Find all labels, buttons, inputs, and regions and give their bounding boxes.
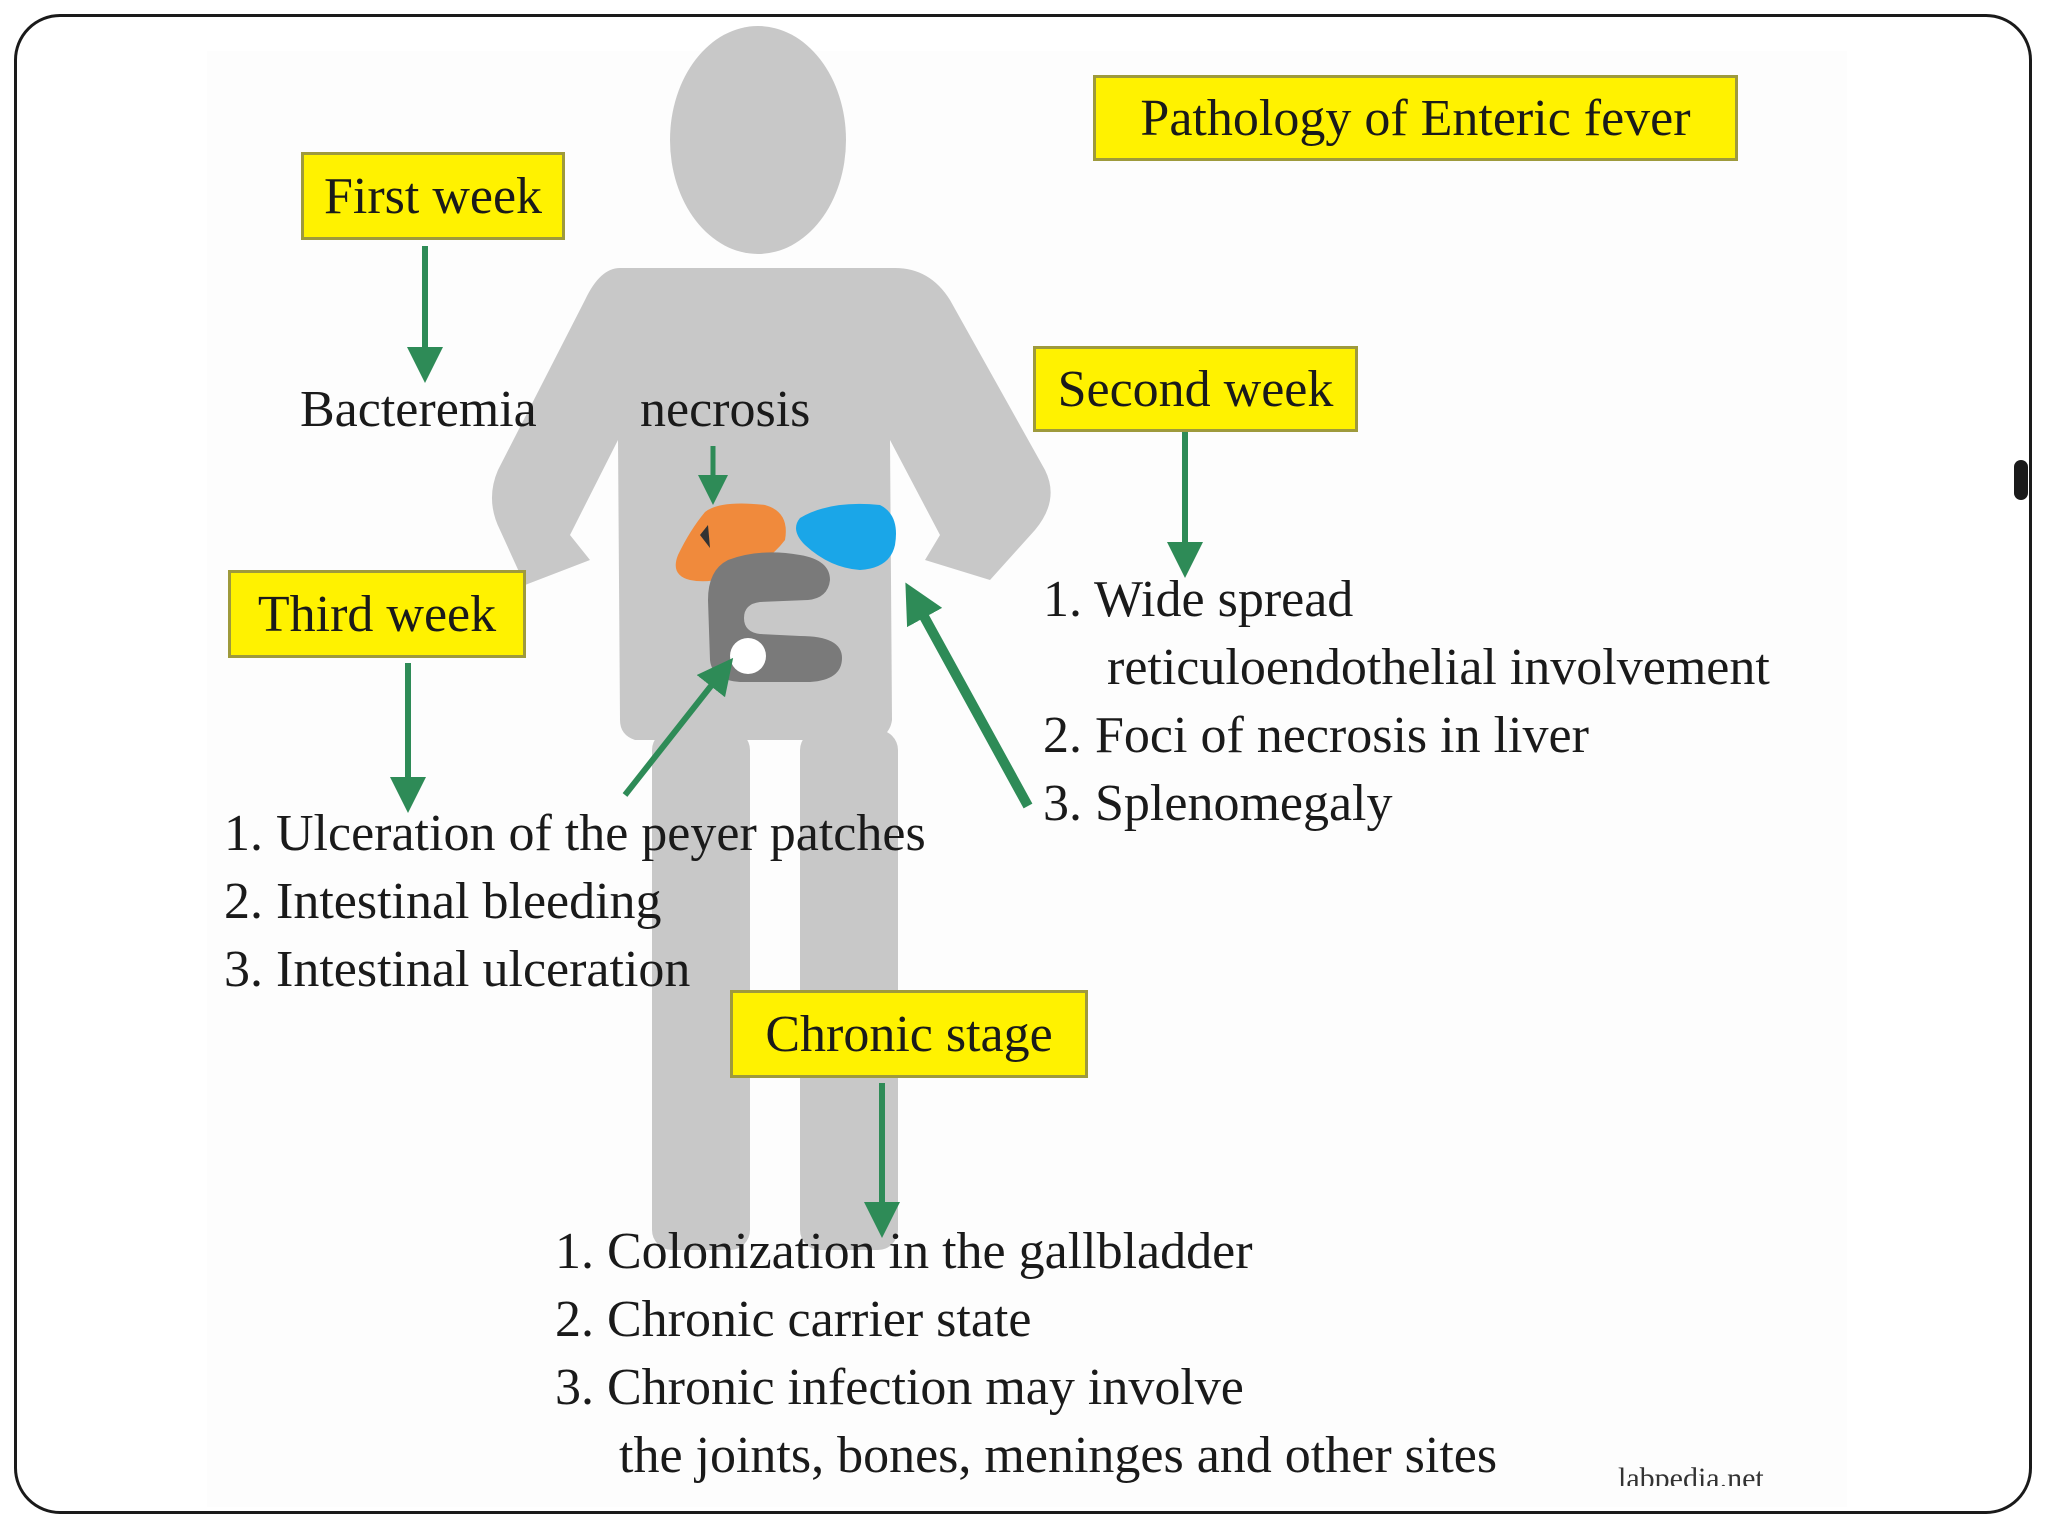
necrosis-text: necrosis	[640, 381, 811, 438]
list-item: 3. Splenomegaly	[1043, 775, 1393, 832]
list-item: 1. Colonization in the gallbladder	[555, 1223, 1253, 1280]
organs	[675, 503, 896, 682]
first-week-label: First week	[301, 152, 565, 240]
torso-shape	[491, 268, 1051, 740]
slide-frame	[14, 14, 2032, 1514]
figure-panel	[207, 51, 1847, 1507]
necrosis-focus-icon	[700, 525, 710, 548]
peyer-patch-marker	[730, 638, 766, 674]
third-week-list: 1. Ulceration of the peyer patches 2. In…	[224, 800, 926, 1004]
second-week-list: 1. Wide spread reticuloendothelial invol…	[1043, 566, 1770, 838]
list-item: 3. Intestinal ulceration	[224, 941, 691, 998]
diagram-title: Pathology of Enteric fever	[1093, 75, 1738, 161]
list-item: reticuloendothelial involvement	[1107, 639, 1770, 696]
second-week-label: Second week	[1033, 346, 1358, 432]
list-item: 2. Foci of necrosis in liver	[1043, 707, 1589, 764]
list-item: 1. Wide spread	[1043, 571, 1354, 628]
chronic-stage-label: Chronic stage	[730, 990, 1088, 1078]
slide-scroll-handle[interactable]	[2014, 460, 2028, 500]
list-item: the joints, bones, meninges and other si…	[619, 1427, 1498, 1484]
head-shape	[670, 26, 846, 254]
left-leg-shape	[652, 730, 750, 1250]
source-credit: labpedia.net	[1618, 1462, 1764, 1486]
chronic-stage-list: 1. Colonization in the gallbladder 2. Ch…	[555, 1218, 1497, 1490]
spleen-shape	[796, 503, 896, 570]
list-item: 2. Chronic carrier state	[555, 1291, 1032, 1348]
arrow-to-spleen	[905, 582, 1033, 809]
list-item: 2. Intestinal bleeding	[224, 873, 662, 930]
bacteremia-text: Bacteremia	[300, 381, 537, 438]
arrow-to-peyer-patches	[622, 657, 734, 797]
list-item: 1. Ulceration of the peyer patches	[224, 805, 926, 862]
arrows	[390, 246, 1203, 1238]
list-item: 3. Chronic infection may involve	[555, 1359, 1244, 1416]
third-week-label: Third week	[228, 570, 526, 658]
